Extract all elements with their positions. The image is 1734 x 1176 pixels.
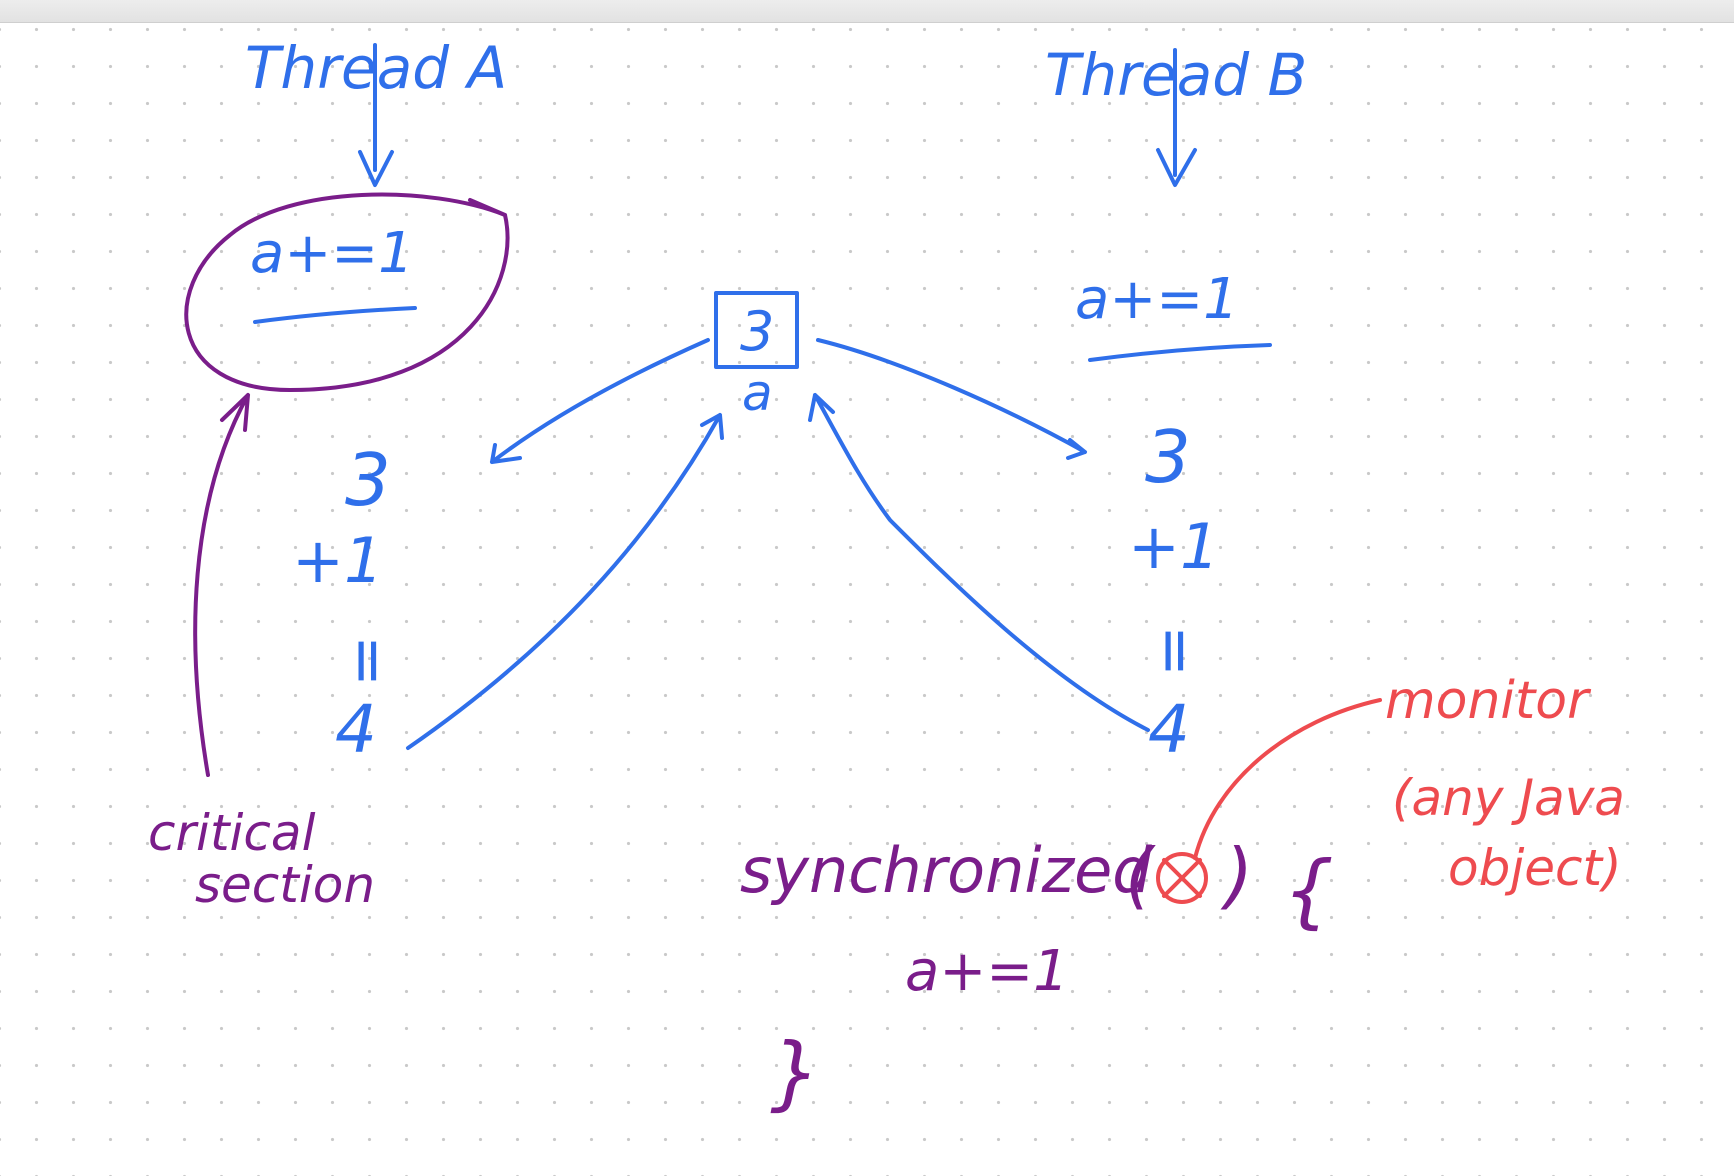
thread-b-step-equals: = — [1140, 625, 1213, 677]
thread-a-step-increment: +1 — [292, 524, 383, 597]
thread-a-statement-underline — [253, 306, 417, 324]
critical-section-label-line2: section — [195, 856, 375, 914]
sync-body: a+=1 — [905, 939, 1069, 1004]
thread-a-step-equals: = — [333, 635, 406, 687]
monitor-object-cross — [1162, 858, 1202, 898]
critical-section-arrow — [193, 393, 250, 777]
thread-a-step-value: 3 — [345, 438, 391, 522]
sync-close-brace: } — [770, 1026, 821, 1119]
arrow-read-to-thread-a — [490, 338, 710, 464]
monitor-note-line1: (any Java — [1392, 769, 1625, 827]
arrow-write-from-thread-a — [406, 413, 724, 750]
arrow-read-to-thread-b — [816, 338, 1087, 460]
window-top-bar — [0, 0, 1734, 23]
critical-section-ellipse — [184, 192, 510, 392]
monitor-note-line2: object) — [1448, 839, 1622, 897]
thread-b-arrow — [1156, 48, 1197, 187]
sync-close-paren: ) — [1220, 833, 1253, 917]
sync-open-brace: { — [1283, 844, 1334, 937]
monitor-note-title: monitor — [1385, 671, 1592, 731]
thread-b-statement-underline — [1088, 343, 1272, 362]
critical-section-label-line1: critical — [148, 804, 316, 862]
arrow-write-from-thread-b — [808, 393, 1150, 732]
thread-b-step-value: 3 — [1145, 415, 1191, 499]
thread-a-statement: a+=1 — [250, 221, 414, 286]
thread-a-arrow — [358, 43, 394, 187]
thread-a-step-result: 4 — [335, 691, 377, 768]
sync-open-paren: ( — [1125, 833, 1156, 917]
shared-variable-box — [714, 291, 799, 369]
shared-variable-value: 3 — [740, 300, 774, 363]
thread-b-statement: a+=1 — [1075, 267, 1239, 332]
monitor-pointer-line — [1193, 698, 1382, 860]
sync-keyword: synchronized — [740, 834, 1152, 907]
shared-variable-name: a — [742, 364, 773, 422]
monitor-object-symbol — [1156, 852, 1208, 904]
thread-b-step-result: 4 — [1148, 691, 1190, 768]
thread-b-step-increment: +1 — [1128, 510, 1219, 583]
